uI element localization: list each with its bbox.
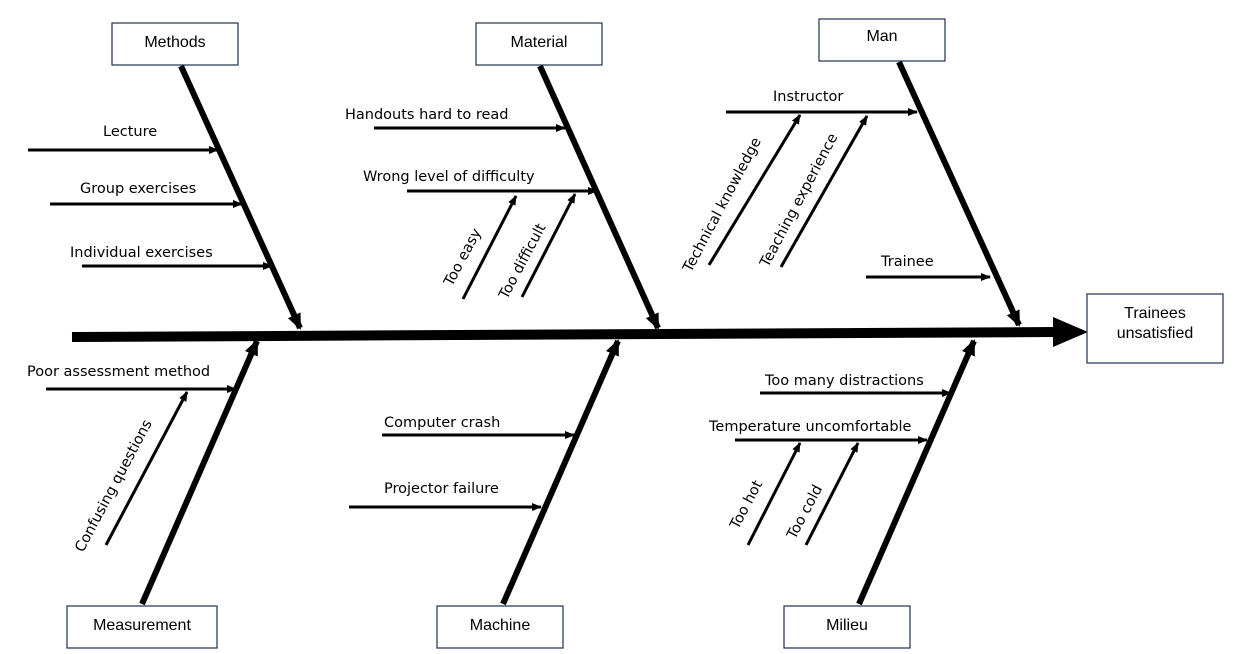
bone-methods xyxy=(178,64,303,330)
category-box-milieu: Milieu xyxy=(783,605,911,649)
cause-label-poor-assessment: Poor assessment method xyxy=(27,364,210,380)
cause-label-group-exercises: Group exercises xyxy=(80,181,196,197)
category-box-methods: Methods xyxy=(111,22,239,66)
cause-label-computer-crash: Computer crash xyxy=(384,415,500,431)
subcause-arrow-too-easy xyxy=(461,195,518,300)
category-label-methods: Methods xyxy=(144,34,205,51)
spine-arrowhead xyxy=(1053,317,1088,347)
subcause-label-teaching-experience: Teaching experience xyxy=(757,131,841,271)
category-label-measurement: Measurement xyxy=(93,617,191,634)
category-label-material: Material xyxy=(511,34,568,51)
subcause-label-too-cold: Too cold xyxy=(784,482,826,542)
cause-label-wrong-level: Wrong level of difficulty xyxy=(363,169,535,185)
bone-material xyxy=(537,64,661,330)
subcause-label-too-hot: Too hot xyxy=(727,478,766,533)
cause-label-individual-exercises: Individual exercises xyxy=(70,245,213,261)
category-label-man: Man xyxy=(866,28,897,45)
effect-label-line1: Trainees xyxy=(1124,305,1186,322)
subcause-label-too-easy: Too easy xyxy=(441,226,485,290)
category-box-material: Material xyxy=(475,22,603,66)
category-box-measurement: Measurement xyxy=(66,605,218,649)
category-label-machine: Machine xyxy=(470,617,531,634)
subcause-arrow-too-difficult xyxy=(520,193,577,298)
subcause-arrow-too-hot xyxy=(746,442,802,546)
category-box-machine: Machine xyxy=(436,605,564,649)
subcause-label-technical-knowledge: Technical knowledge xyxy=(680,135,765,276)
cause-label-trainee: Trainee xyxy=(880,254,934,270)
cause-label-too-many-distractions: Too many distractions xyxy=(764,373,924,389)
effect-label-line2: unsatisfied xyxy=(1117,325,1194,342)
effect-box: Trainees unsatisfied xyxy=(1086,293,1224,364)
cause-label-temperature: Temperature uncomfortable xyxy=(708,419,912,435)
cause-label-lecture: Lecture xyxy=(103,124,157,140)
subcause-arrow-technical-knowledge xyxy=(707,114,802,266)
spine-line xyxy=(71,327,1056,342)
cause-label-instructor: Instructor xyxy=(773,89,843,105)
bone-milieu xyxy=(856,339,977,606)
subcause-arrow-too-cold xyxy=(804,442,860,546)
subcause-arrow-teaching-experience xyxy=(779,115,869,268)
category-label-milieu: Milieu xyxy=(826,617,868,634)
bone-man xyxy=(896,60,1022,327)
cause-label-handouts: Handouts hard to read xyxy=(345,107,509,123)
category-box-man: Man xyxy=(818,18,946,62)
subcause-label-confusing-questions: Confusing questions xyxy=(72,417,155,555)
bone-measurement xyxy=(139,339,260,606)
cause-label-projector-failure: Projector failure xyxy=(384,481,499,497)
subcause-arrow-confusing-questions xyxy=(104,391,189,546)
bone-machine xyxy=(500,339,621,606)
